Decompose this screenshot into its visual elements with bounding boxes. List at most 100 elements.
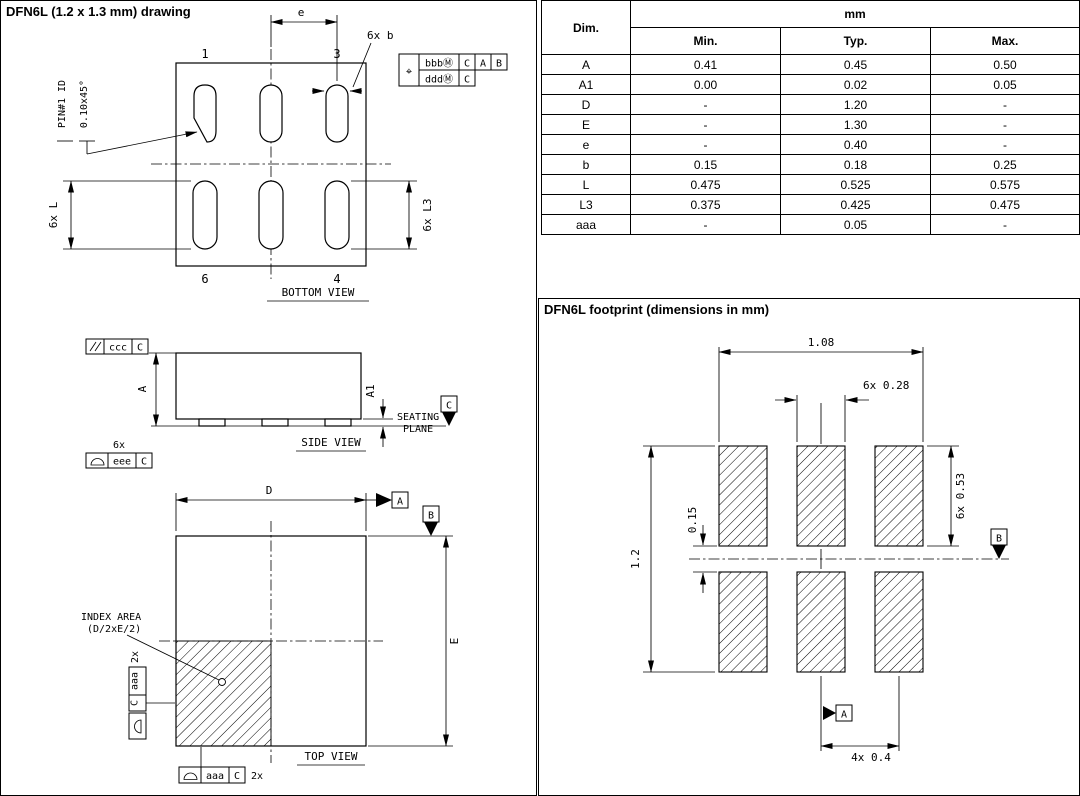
svg-text:C: C (137, 343, 143, 354)
svg-text:C: C (464, 75, 470, 86)
pad-pin6 (192, 180, 218, 250)
parallelism-icon (89, 341, 102, 352)
svg-text:C: C (446, 401, 452, 412)
cell-min: - (630, 214, 781, 235)
svg-text:C: C (141, 457, 147, 468)
corner-count-label: 2x (251, 771, 263, 782)
dim-A1-label: A1 (364, 384, 377, 397)
index-area-label: INDEX AREA (81, 612, 141, 623)
dim-A-label: A (136, 385, 149, 392)
cell-max: 0.575 (929, 174, 1080, 195)
cell-typ: 0.40 (780, 134, 931, 155)
cell-dim: L3 (541, 194, 631, 215)
cell-dim: A (541, 54, 631, 75)
datum-triangle (376, 493, 392, 507)
svg-text:aaa: aaa (206, 771, 224, 782)
top-view-caption: TOP VIEW (305, 750, 358, 763)
svg-text:dddⓂ: dddⓂ (425, 74, 453, 86)
pad-pin2 (259, 84, 283, 143)
side-view-caption: SIDE VIEW (301, 436, 361, 449)
dim-L3-label: 6x L3 (421, 198, 434, 231)
svg-text:eee: eee (113, 457, 131, 468)
pad-pin3 (325, 84, 349, 143)
footprint-pads (718, 445, 924, 673)
dim-overall-height: 1.2 (629, 549, 642, 569)
col-header-min: Min. (630, 27, 781, 55)
pad-pin5 (258, 180, 284, 250)
dim-e-label: e (298, 6, 305, 19)
svg-text:B: B (428, 511, 434, 522)
index-area-hatch (175, 640, 272, 747)
svg-text:A: A (480, 59, 486, 70)
col-header-max: Max. (929, 27, 1080, 55)
cell-min: 0.41 (630, 54, 781, 75)
table-row: E-1.30- (541, 114, 1080, 135)
fcf-position: ⌖ bbbⓂ C A B dddⓂ C (398, 53, 508, 87)
svg-text:ccc: ccc (109, 343, 127, 354)
dim-E-label: E (448, 638, 461, 645)
dim-overall-width: 1.08 (808, 336, 835, 349)
cell-dim: aaa (541, 214, 631, 235)
svg-text:C: C (234, 771, 240, 782)
cell-min: - (630, 134, 781, 155)
package-drawing-panel: DFN6L (1.2 x 1.3 mm) drawing (0, 0, 537, 796)
unit-header: mm (629, 0, 1080, 28)
cell-max: - (929, 114, 1080, 135)
cell-max: - (929, 94, 1080, 115)
table-row: e-0.40- (541, 134, 1080, 155)
cell-min: - (630, 94, 781, 115)
dim-L-label: 6x L (47, 201, 60, 228)
pin-number: 1 (201, 47, 208, 61)
cell-typ: 0.525 (780, 174, 931, 195)
cell-typ: 1.20 (780, 94, 931, 115)
lead-profile-icon (134, 719, 142, 734)
pad-pin4 (324, 180, 350, 250)
seating-plane-label: SEATING (397, 412, 439, 423)
cell-min: 0.375 (630, 194, 781, 215)
cell-min: - (630, 114, 781, 135)
pin1-chamfer-label: 0.10x45° (79, 80, 90, 128)
footprint-drawing: 1.08 6x 0.28 6x 0.53 B 0.15 (629, 336, 1009, 764)
dim-pitch: 4x 0.4 (851, 751, 891, 764)
svg-text:aaa: aaa (130, 672, 141, 690)
datum-triangle (823, 706, 836, 720)
col-header-typ: Typ. (780, 27, 931, 55)
drawing-title: DFN6L (1.2 x 1.3 mm) drawing (6, 4, 191, 19)
pin-number: 4 (333, 272, 340, 286)
datum-triangle (424, 522, 438, 536)
dim-pad-width: 6x 0.28 (863, 379, 909, 392)
lead-profile-icon (90, 458, 105, 466)
cell-max: 0.25 (929, 154, 1080, 175)
lead-profile-icon (183, 772, 198, 780)
dim-D-label: D (266, 484, 273, 497)
footprint-panel: DFN6L footprint (dimensions in mm) (538, 298, 1080, 796)
svg-text:A: A (841, 710, 847, 721)
pin1-id-label: PIN#1 ID (57, 80, 68, 128)
col-header-dim: Dim. (541, 0, 631, 55)
bottom-view: 1 3 6 4 e 6x b ⌖ bbbⓂ (47, 6, 508, 302)
svg-text:B: B (996, 534, 1002, 545)
cell-max: 0.475 (929, 194, 1080, 215)
cell-typ: 0.18 (780, 154, 931, 175)
cell-typ: 0.05 (780, 214, 931, 235)
bottom-view-caption: BOTTOM VIEW (282, 286, 355, 299)
svg-text:bbbⓂ: bbbⓂ (425, 58, 453, 70)
cell-max: 0.50 (929, 54, 1080, 75)
position-symbol-icon: ⌖ (406, 65, 412, 78)
cell-typ: 0.02 (780, 74, 931, 95)
dim-row-gap: 0.15 (686, 507, 699, 534)
dim-b-label: 6x b (367, 29, 394, 42)
footprint-title: DFN6L footprint (dimensions in mm) (544, 302, 770, 317)
datum-triangle (992, 545, 1006, 559)
pad-pin1 (193, 84, 217, 143)
index-area-label: (D/2xE/2) (87, 624, 141, 635)
seating-plane-label: PLANE (403, 424, 433, 435)
cell-dim: L (541, 174, 631, 195)
package-drawing: 1 3 6 4 e 6x b ⌖ bbbⓂ (47, 6, 508, 784)
cell-max: - (929, 134, 1080, 155)
